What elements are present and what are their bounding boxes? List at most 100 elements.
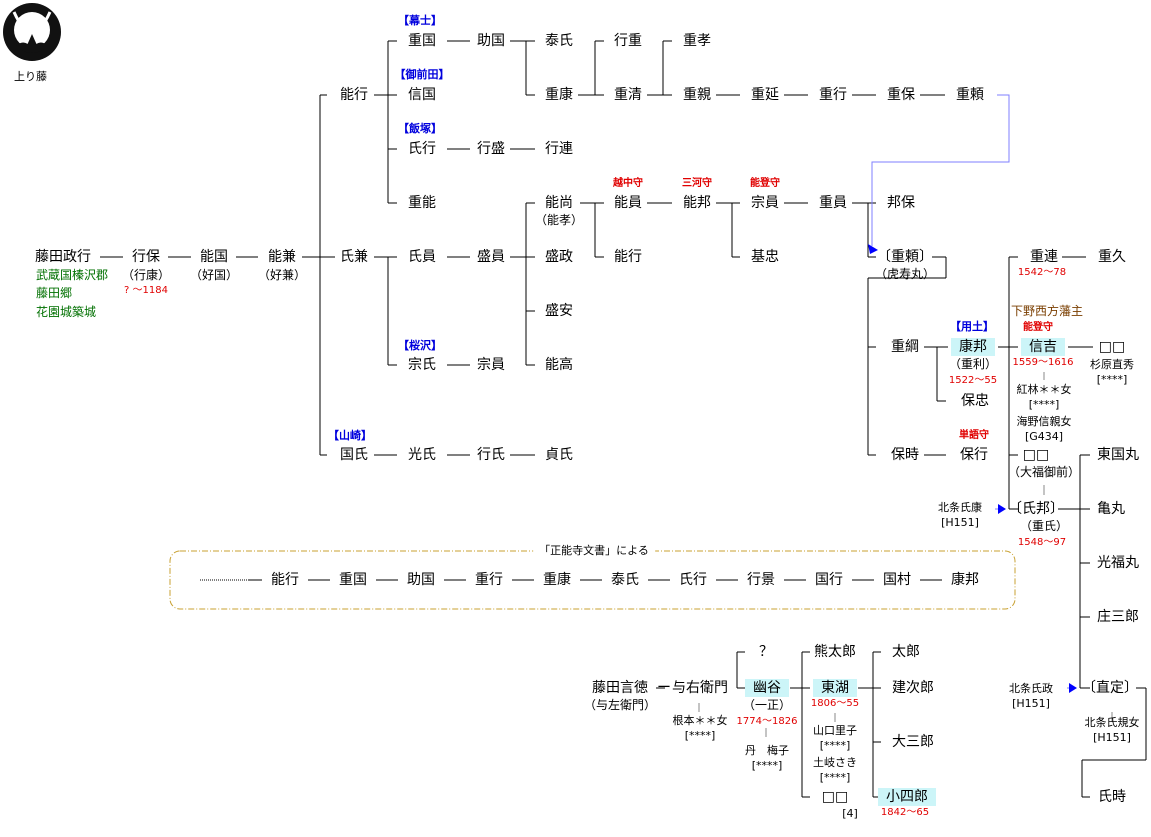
shonoji-person[interactable]: 氏行: [679, 572, 707, 588]
shonoji-person[interactable]: 能行: [271, 572, 299, 588]
person-yasuyuki[interactable]: 保行: [960, 447, 988, 463]
shonoji-person[interactable]: 泰氏: [611, 572, 639, 588]
person-kuniyasu[interactable]: 邦保: [887, 195, 915, 211]
person-shigeyasu[interactable]: 重康: [545, 87, 573, 103]
person-nobukuni[interactable]: 信国: [408, 87, 436, 103]
person-ujitoki[interactable]: 氏時: [1098, 789, 1126, 805]
shonoji-person[interactable]: 康邦: [951, 572, 979, 588]
person-shigetsura[interactable]: 重連: [1030, 249, 1058, 265]
shonoji-person[interactable]: 重国: [339, 572, 367, 588]
person-ujikuni-son[interactable]: 亀丸: [1097, 501, 1125, 517]
person-ujikuni-son[interactable]: 庄三郎: [1097, 609, 1139, 625]
person-yukishige[interactable]: 行重: [614, 33, 642, 49]
shonoji-person[interactable]: 重康: [543, 572, 571, 588]
person-ujikazu[interactable]: 氏員: [408, 249, 436, 265]
person-shigeyasu2[interactable]: 重保: [887, 87, 915, 103]
person-shigekazu[interactable]: 重員: [819, 195, 847, 211]
line: [790, 651, 810, 798]
person-toko[interactable]: 東湖: [813, 679, 857, 697]
person-yoshikuni[interactable]: 能国: [200, 249, 228, 265]
person-shigekuni[interactable]: 重国: [408, 33, 436, 49]
person-kumataro[interactable]: 熊太郎: [814, 644, 856, 660]
person-yukiuji[interactable]: 行氏: [477, 447, 505, 463]
person-naosada[interactable]: 〔直定〕: [1082, 680, 1138, 696]
person-munekazu[interactable]: 宗員: [477, 357, 505, 373]
person-kuniuji[interactable]: 国氏: [340, 447, 368, 463]
person-yukimori[interactable]: 行盛: [477, 141, 505, 157]
person-yukitsura[interactable]: 行連: [545, 141, 573, 157]
person-shigeyori[interactable]: 重頼: [956, 87, 984, 103]
branch-label: 【御前田】: [394, 68, 450, 81]
person-ujikuni[interactable]: 〔氏邦〕: [1008, 501, 1064, 517]
person-morimasa[interactable]: 盛政: [545, 249, 573, 265]
person-yukoku[interactable]: 幽谷: [745, 679, 789, 697]
alias: （好国）: [189, 268, 239, 282]
domain-label: 下野西方藩主: [1010, 304, 1084, 318]
person-unknown2[interactable]: □□: [821, 789, 849, 805]
person-ujikuni-son[interactable]: 光福丸: [1097, 555, 1139, 571]
person-yoshikane[interactable]: 能兼: [268, 249, 296, 265]
person-munekazu2[interactable]: 宗員: [751, 195, 779, 211]
shonoji-person[interactable]: 助国: [407, 572, 435, 588]
alias: （与左衛門）: [583, 698, 657, 712]
person-daughter[interactable]: □□: [1022, 447, 1050, 463]
person-yasutada[interactable]: 保忠: [961, 393, 989, 409]
person-mitsuuji[interactable]: 光氏: [408, 447, 436, 463]
person-nobuyoshi[interactable]: 信吉: [1021, 338, 1065, 356]
person-son[interactable]: 太郎: [892, 644, 920, 660]
person-shigeyori2[interactable]: 〔重頼〕: [877, 249, 933, 265]
person-shigehisa[interactable]: 重久: [1098, 249, 1126, 265]
person-ujiyuki[interactable]: 氏行: [408, 141, 436, 157]
person-nouyuki[interactable]: 能行: [340, 87, 368, 103]
person-shigenobu[interactable]: 重延: [751, 87, 779, 103]
title-label: 能登守: [1023, 322, 1053, 333]
dash: ー: [657, 680, 671, 696]
person-sadauji[interactable]: 貞氏: [545, 447, 573, 463]
person-muneuji[interactable]: 宗氏: [408, 357, 436, 373]
person-yasukuni[interactable]: 康邦: [951, 338, 995, 356]
person-shigeyoshi[interactable]: 重能: [408, 195, 436, 211]
branch-label: 【桜沢】: [398, 339, 442, 352]
line: [998, 256, 1018, 510]
shonoji-person[interactable]: 国村: [883, 572, 911, 588]
person-unknown[interactable]: □□: [1098, 339, 1126, 355]
spouse-ref: [****]: [819, 771, 851, 784]
person-ujikane[interactable]: 氏兼: [340, 249, 368, 265]
person-son[interactable]: 大三郎: [892, 734, 934, 750]
person-unknown[interactable]: ？: [759, 644, 773, 660]
person-fujita-masayuki[interactable]: 藤田政行: [35, 249, 91, 265]
title-label: 越中守: [613, 178, 643, 189]
person-sukekuni[interactable]: 助国: [477, 33, 505, 49]
line: [319, 94, 327, 456]
person-yoshiyuki2[interactable]: 能行: [614, 249, 642, 265]
person-shigechika[interactable]: 重親: [683, 87, 711, 103]
person-shigetaka[interactable]: 重孝: [683, 33, 711, 49]
person-koshiro[interactable]: 小四郎: [878, 788, 936, 806]
person-yasuuji[interactable]: 泰氏: [545, 33, 573, 49]
note: 杉原直秀: [1090, 358, 1134, 371]
person-yoemon[interactable]: 与右衛門: [672, 680, 728, 696]
person-yoshikazu[interactable]: 能員: [614, 195, 642, 211]
shonoji-person[interactable]: 重行: [475, 572, 503, 588]
shonoji-person[interactable]: 国行: [815, 572, 843, 588]
person-yoshitaka[interactable]: 能高: [545, 357, 573, 373]
person-yasutoki[interactable]: 保時: [891, 447, 919, 463]
person-mototada[interactable]: 基忠: [751, 249, 779, 265]
person-ujikuni-son[interactable]: 東国丸: [1097, 447, 1139, 463]
person-son[interactable]: 建次郎: [892, 680, 934, 696]
years: 1774～1826: [736, 716, 798, 727]
person-moriyasu[interactable]: 盛安: [545, 303, 573, 319]
years: 1806～55: [810, 698, 860, 709]
note-ref: [4]: [842, 807, 858, 820]
person-shigetsuna[interactable]: 重綱: [891, 339, 919, 355]
alias: （行康）: [121, 268, 171, 282]
spouse-ref: [****]: [819, 739, 851, 752]
person-yukiyasu[interactable]: 行保: [132, 249, 160, 265]
person-yoshikuni2[interactable]: 能邦: [683, 195, 711, 211]
person-shigekiyo[interactable]: 重清: [614, 87, 642, 103]
person-shigeyuki[interactable]: 重行: [819, 87, 847, 103]
person-morikazu[interactable]: 盛員: [477, 249, 505, 265]
person-yoshinao[interactable]: 能尚: [545, 195, 573, 211]
shonoji-person[interactable]: 行景: [747, 572, 775, 588]
person-tokinori[interactable]: 藤田言徳: [592, 680, 648, 696]
